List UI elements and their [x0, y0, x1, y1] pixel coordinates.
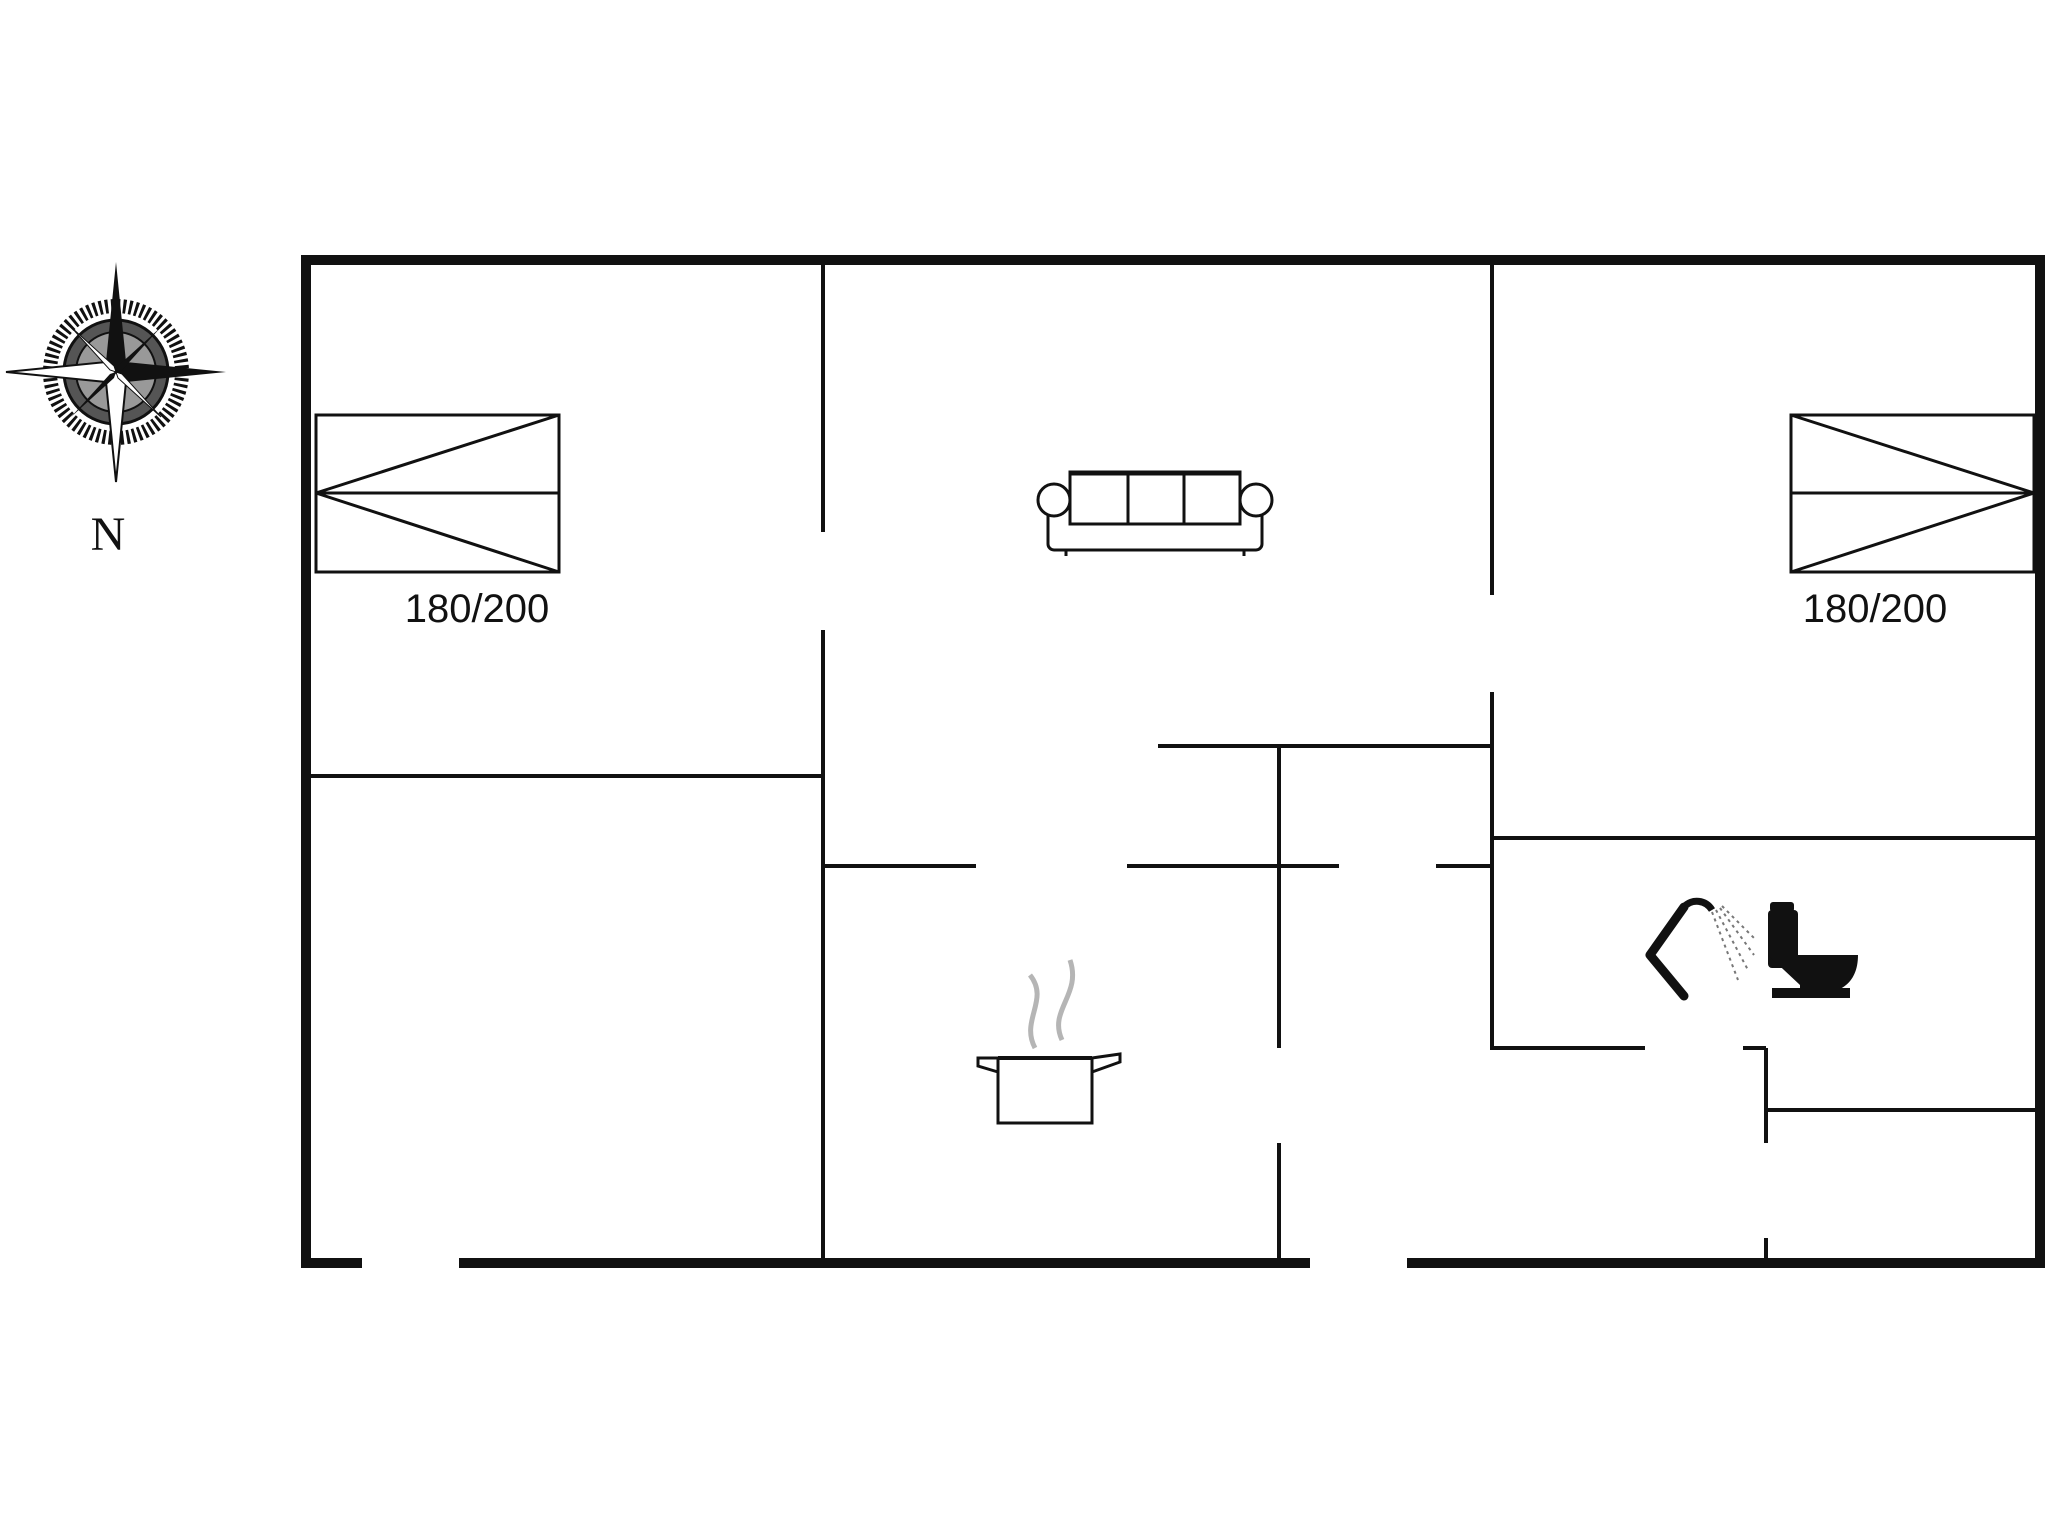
cooking-pot-icon [976, 959, 1122, 1125]
toilet-icon [1768, 902, 1858, 998]
compass-rose-icon [5, 262, 226, 483]
bed-icon [1789, 413, 2036, 574]
shower-icon [1645, 897, 1757, 1001]
bed-size-label: 180/200 [1803, 587, 1948, 631]
walls [301, 255, 2045, 1268]
sofa-icon [1036, 470, 1274, 556]
bed-icon [314, 413, 561, 574]
north-label: N [91, 508, 126, 561]
bed-size-label: 180/200 [405, 587, 550, 631]
